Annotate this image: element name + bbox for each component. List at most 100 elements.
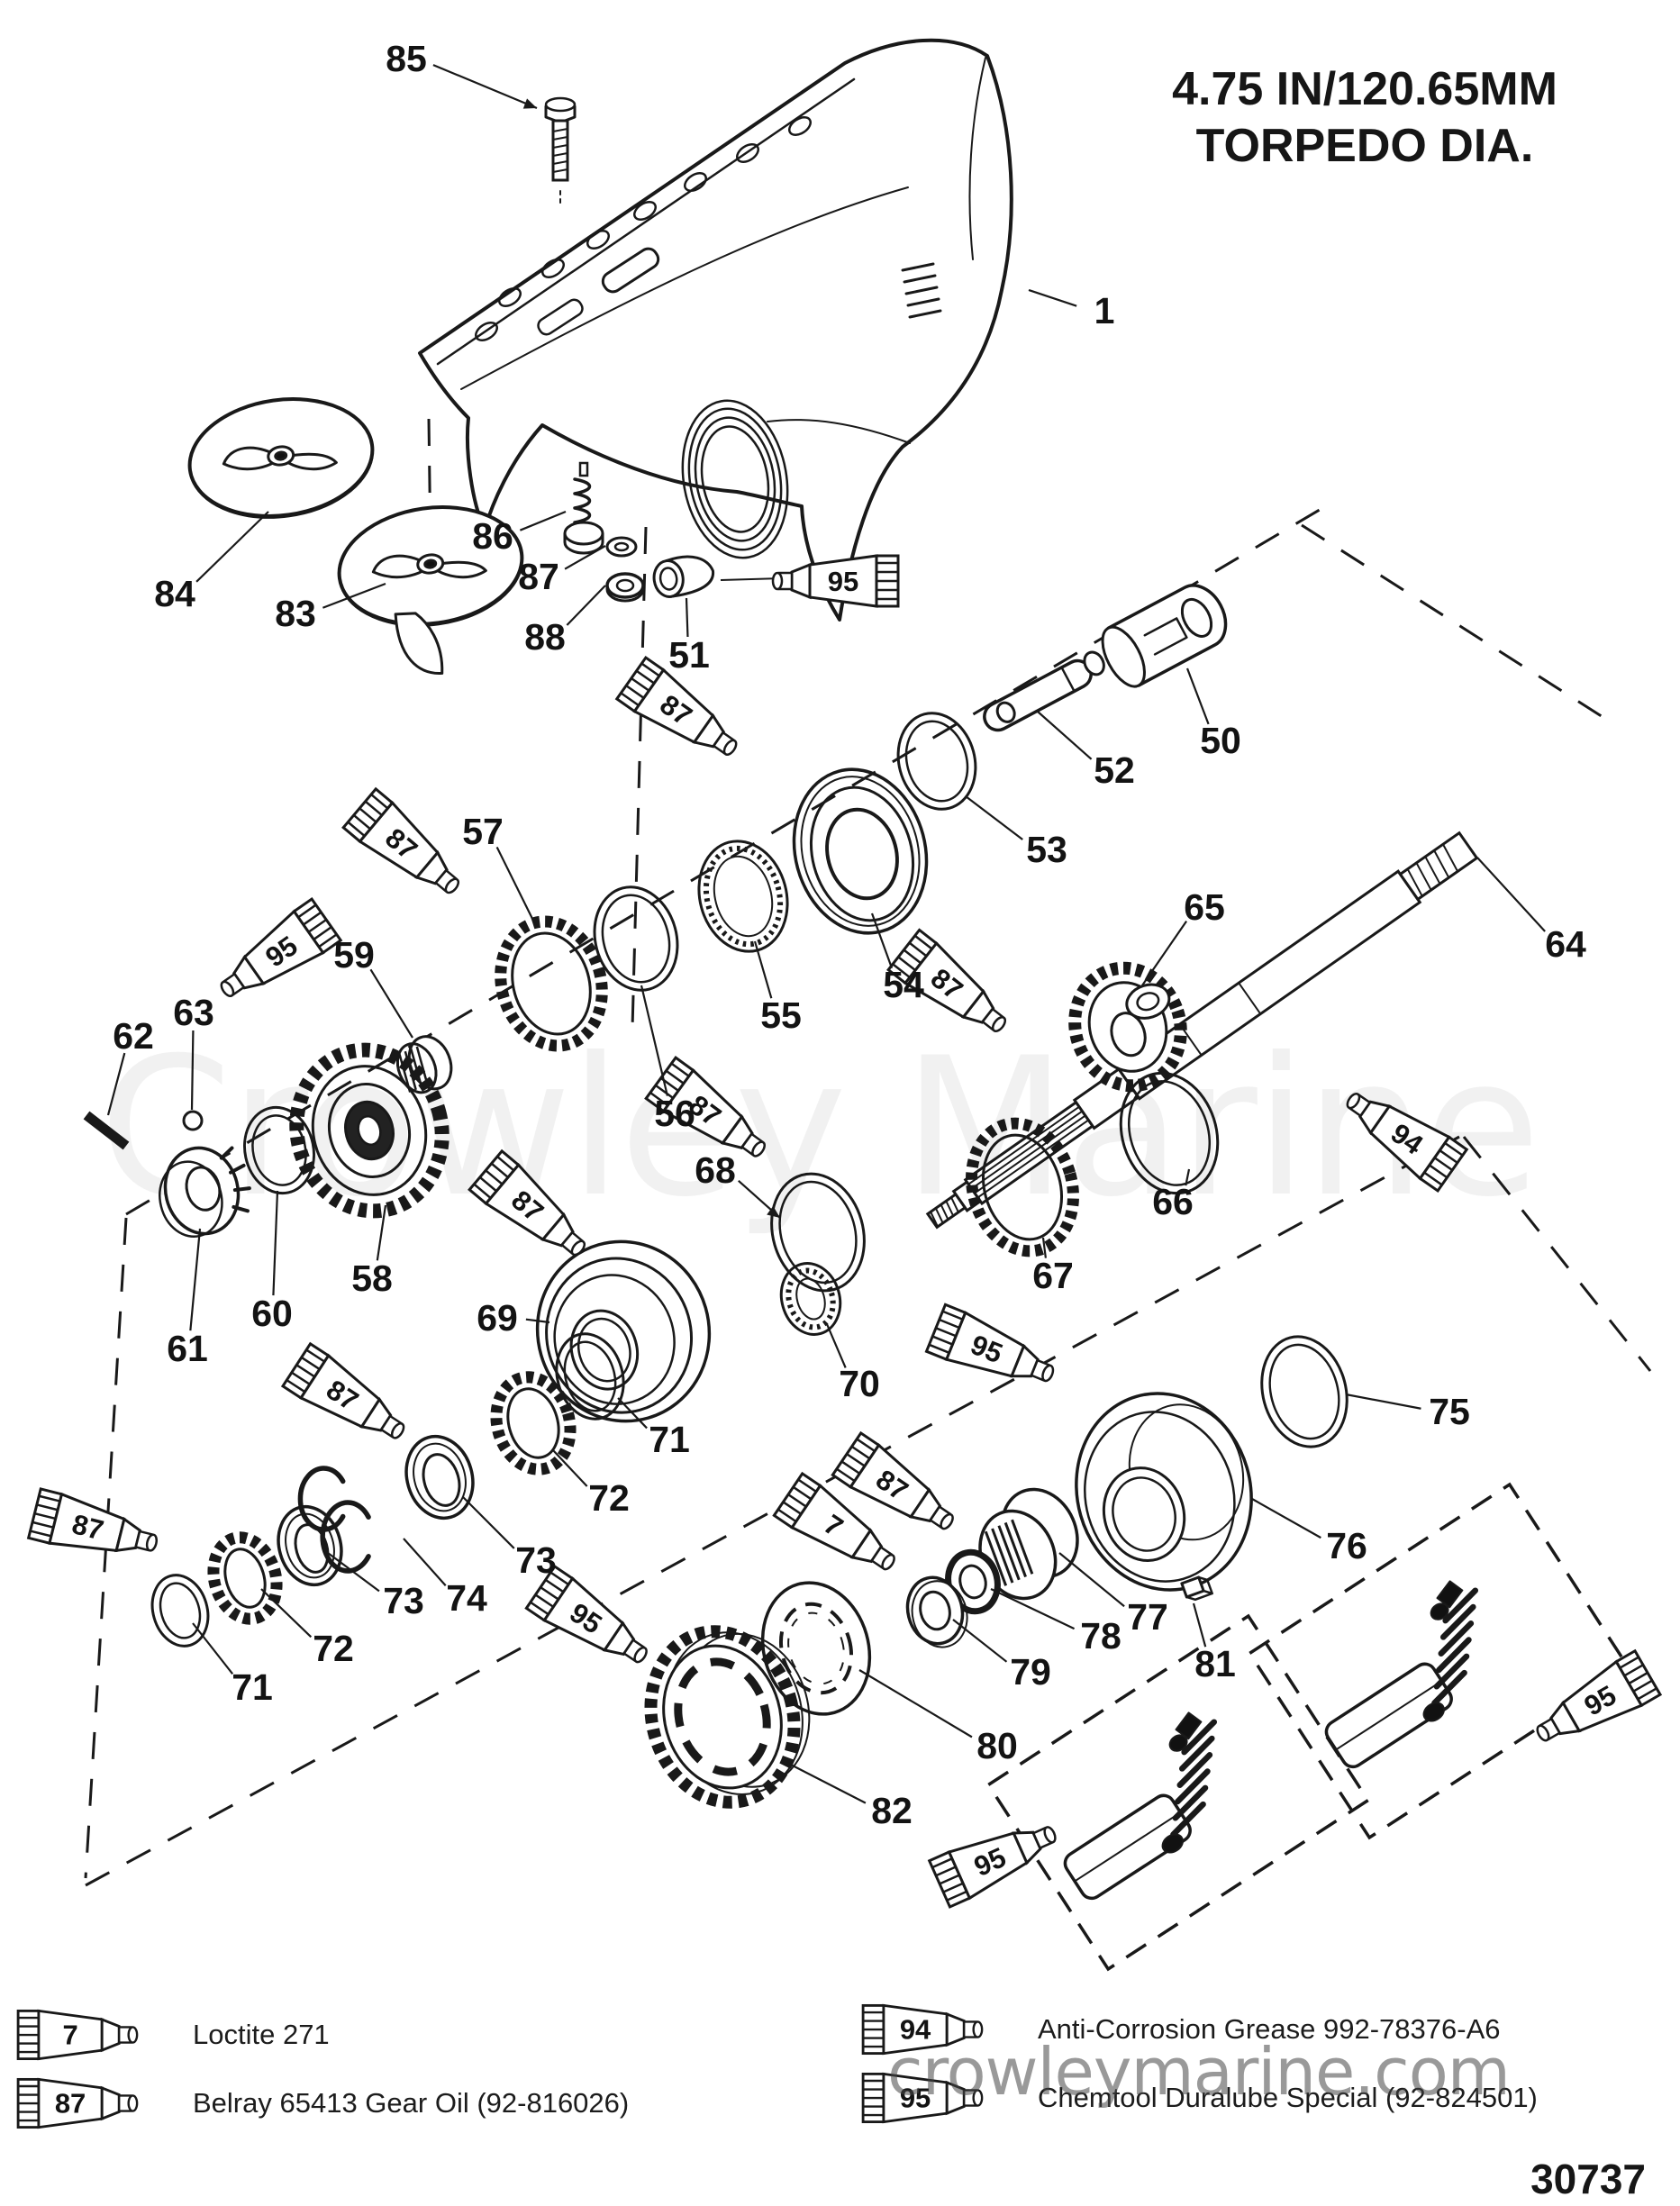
part-number-callout: 55	[760, 994, 802, 1036]
part-number-callout: 60	[251, 1293, 293, 1334]
forward-gear-58	[289, 1042, 450, 1219]
part-number-callout: 64	[1545, 923, 1586, 965]
legend-row: 94 Anti-Corrosion Grease 992-78376-A6	[854, 2002, 1538, 2057]
watermark-crowleymarine-com: crowleymarine.com	[887, 2034, 1511, 2110]
part-number-callout: 59	[333, 934, 375, 976]
trim-tab-anode	[337, 505, 524, 675]
part-number-callout: 79	[1010, 1651, 1051, 1693]
grease-tube-87: 87	[341, 786, 460, 894]
tube-number: 94	[900, 2013, 931, 2045]
retainer-nut-79	[905, 1575, 968, 1648]
pinion-gear-65	[1068, 961, 1187, 1093]
part-number-callout: 76	[1326, 1525, 1367, 1566]
bearing-carrier-76	[1075, 1392, 1253, 1592]
diagram-title: 4.75 IN/120.65MM TORPEDO DIA.	[1103, 61, 1626, 176]
part-number-callout: 83	[275, 593, 316, 634]
grease-tube-87: 87	[16, 2077, 139, 2129]
part-number-callout: 77	[1127, 1596, 1168, 1638]
grease-tube-87: 87	[614, 655, 738, 756]
gear-carrier-69	[535, 1239, 712, 1423]
legend-label: Loctite 271	[193, 2019, 330, 2050]
part-number-callout: 82	[871, 1790, 913, 1831]
line-art	[83, 38, 1652, 1972]
tube-number: 87	[55, 2087, 86, 2119]
part-number-callout: 50	[1200, 720, 1241, 761]
grease-tube-87: 87	[26, 1487, 159, 1553]
legend-label: Chemtool Duralube Special (92-824501)	[1038, 2082, 1538, 2113]
part-number-callout: 84	[154, 573, 195, 614]
tool-kit-box	[1247, 1482, 1632, 1840]
shift-cam-50	[1101, 584, 1228, 688]
part-number-callout: 75	[1429, 1391, 1470, 1432]
part-number-callout: 71	[649, 1419, 690, 1460]
grease-tube-95: 95	[1536, 1648, 1663, 1742]
part-number-callout: 1	[1094, 290, 1115, 331]
legend-tube-icon: 7	[16, 2009, 139, 2061]
part-number-callout: 52	[1094, 749, 1135, 791]
part-number-callout: 65	[1184, 886, 1225, 928]
part-number-callout: 67	[1032, 1255, 1074, 1296]
nut-88	[605, 572, 645, 603]
grease-tube-87: 87	[468, 1148, 586, 1257]
part-number-callout: 73	[515, 1539, 557, 1581]
part-number-callout: 81	[1194, 1643, 1236, 1684]
part-number-callout: 80	[976, 1725, 1018, 1766]
legend-row: 87 Belray 65413 Gear Oil (92-816026)	[9, 2075, 629, 2131]
spring-86	[563, 461, 604, 555]
part-number-callout: 54	[883, 964, 924, 1005]
part-number-callout: 71	[232, 1666, 273, 1708]
part-number-callout: 56	[654, 1093, 695, 1134]
grease-tube-95: 95	[771, 554, 900, 608]
grease-tube-95: 95	[220, 896, 343, 997]
grease-tube-94: 94	[861, 2003, 984, 2056]
part-number-callout: 85	[386, 38, 427, 79]
legend-label: Belray 65413 Gear Oil (92-816026)	[193, 2087, 630, 2119]
tube-number: 87	[69, 1508, 107, 1546]
bearing-cap-51	[652, 555, 714, 598]
torpedo-bore	[681, 399, 789, 559]
part-number-callout: 87	[518, 556, 559, 597]
part-number-callout: 58	[351, 1257, 393, 1299]
tube-number: 95	[828, 566, 858, 597]
grease-tube-87: 87	[886, 928, 1007, 1032]
part-number-callout: 57	[462, 811, 504, 852]
legend-row: 95 Chemtool Duralube Special (92-824501)	[854, 2070, 1538, 2126]
legend-tube-icon: 94	[861, 2003, 984, 2056]
legend-label: Anti-Corrosion Grease 992-78376-A6	[1038, 2013, 1501, 2045]
part-number-callout: 88	[524, 616, 566, 658]
part-number-callout: 63	[173, 992, 214, 1033]
legend-left-column: 7 Loctite 271 87 Belray 65413 Gear Oil (92-…	[9, 2007, 629, 2144]
tube-number: 95	[900, 2082, 931, 2113]
legend-tube-icon: 87	[16, 2077, 139, 2129]
part-number-callout: 62	[113, 1015, 154, 1057]
title-line2: TORPEDO DIA.	[1195, 120, 1534, 173]
part-number-callout: 51	[668, 634, 710, 676]
part-number-callout: 86	[472, 515, 513, 557]
part-number-callout: 78	[1080, 1615, 1122, 1657]
trim-tab-anode	[187, 397, 375, 519]
cam-follower-52	[983, 650, 1105, 732]
grease-tube-95: 95	[924, 1303, 1055, 1383]
legend-right-column: 94 Anti-Corrosion Grease 992-78376-A6 95 Ch…	[854, 2002, 1538, 2138]
part-number-callout: 74	[446, 1577, 487, 1619]
grease-tube-87: 87	[831, 1430, 954, 1530]
tube-number: 7	[62, 2019, 77, 2050]
grease-tube-95: 95	[927, 1826, 1057, 1909]
roller-bearing-77	[978, 1487, 1079, 1601]
washer-87	[605, 536, 638, 558]
bolt-85	[544, 96, 577, 204]
legend-tube-icon: 95	[861, 2072, 984, 2124]
part-number-callout: 73	[383, 1580, 424, 1621]
document-number: 30737	[1530, 2156, 1646, 2202]
title-line1: 4.75 IN/120.65MM	[1172, 63, 1557, 115]
part-number-callout: 66	[1152, 1181, 1194, 1222]
grease-tube-95: 95	[861, 2072, 984, 2124]
grease-tube-7: 7	[772, 1471, 895, 1571]
tool-kit-box	[985, 1613, 1371, 1972]
bearing-cup-59	[395, 1035, 453, 1094]
part-number-callout: 68	[695, 1149, 736, 1191]
cover-nut-82	[644, 1625, 811, 1809]
